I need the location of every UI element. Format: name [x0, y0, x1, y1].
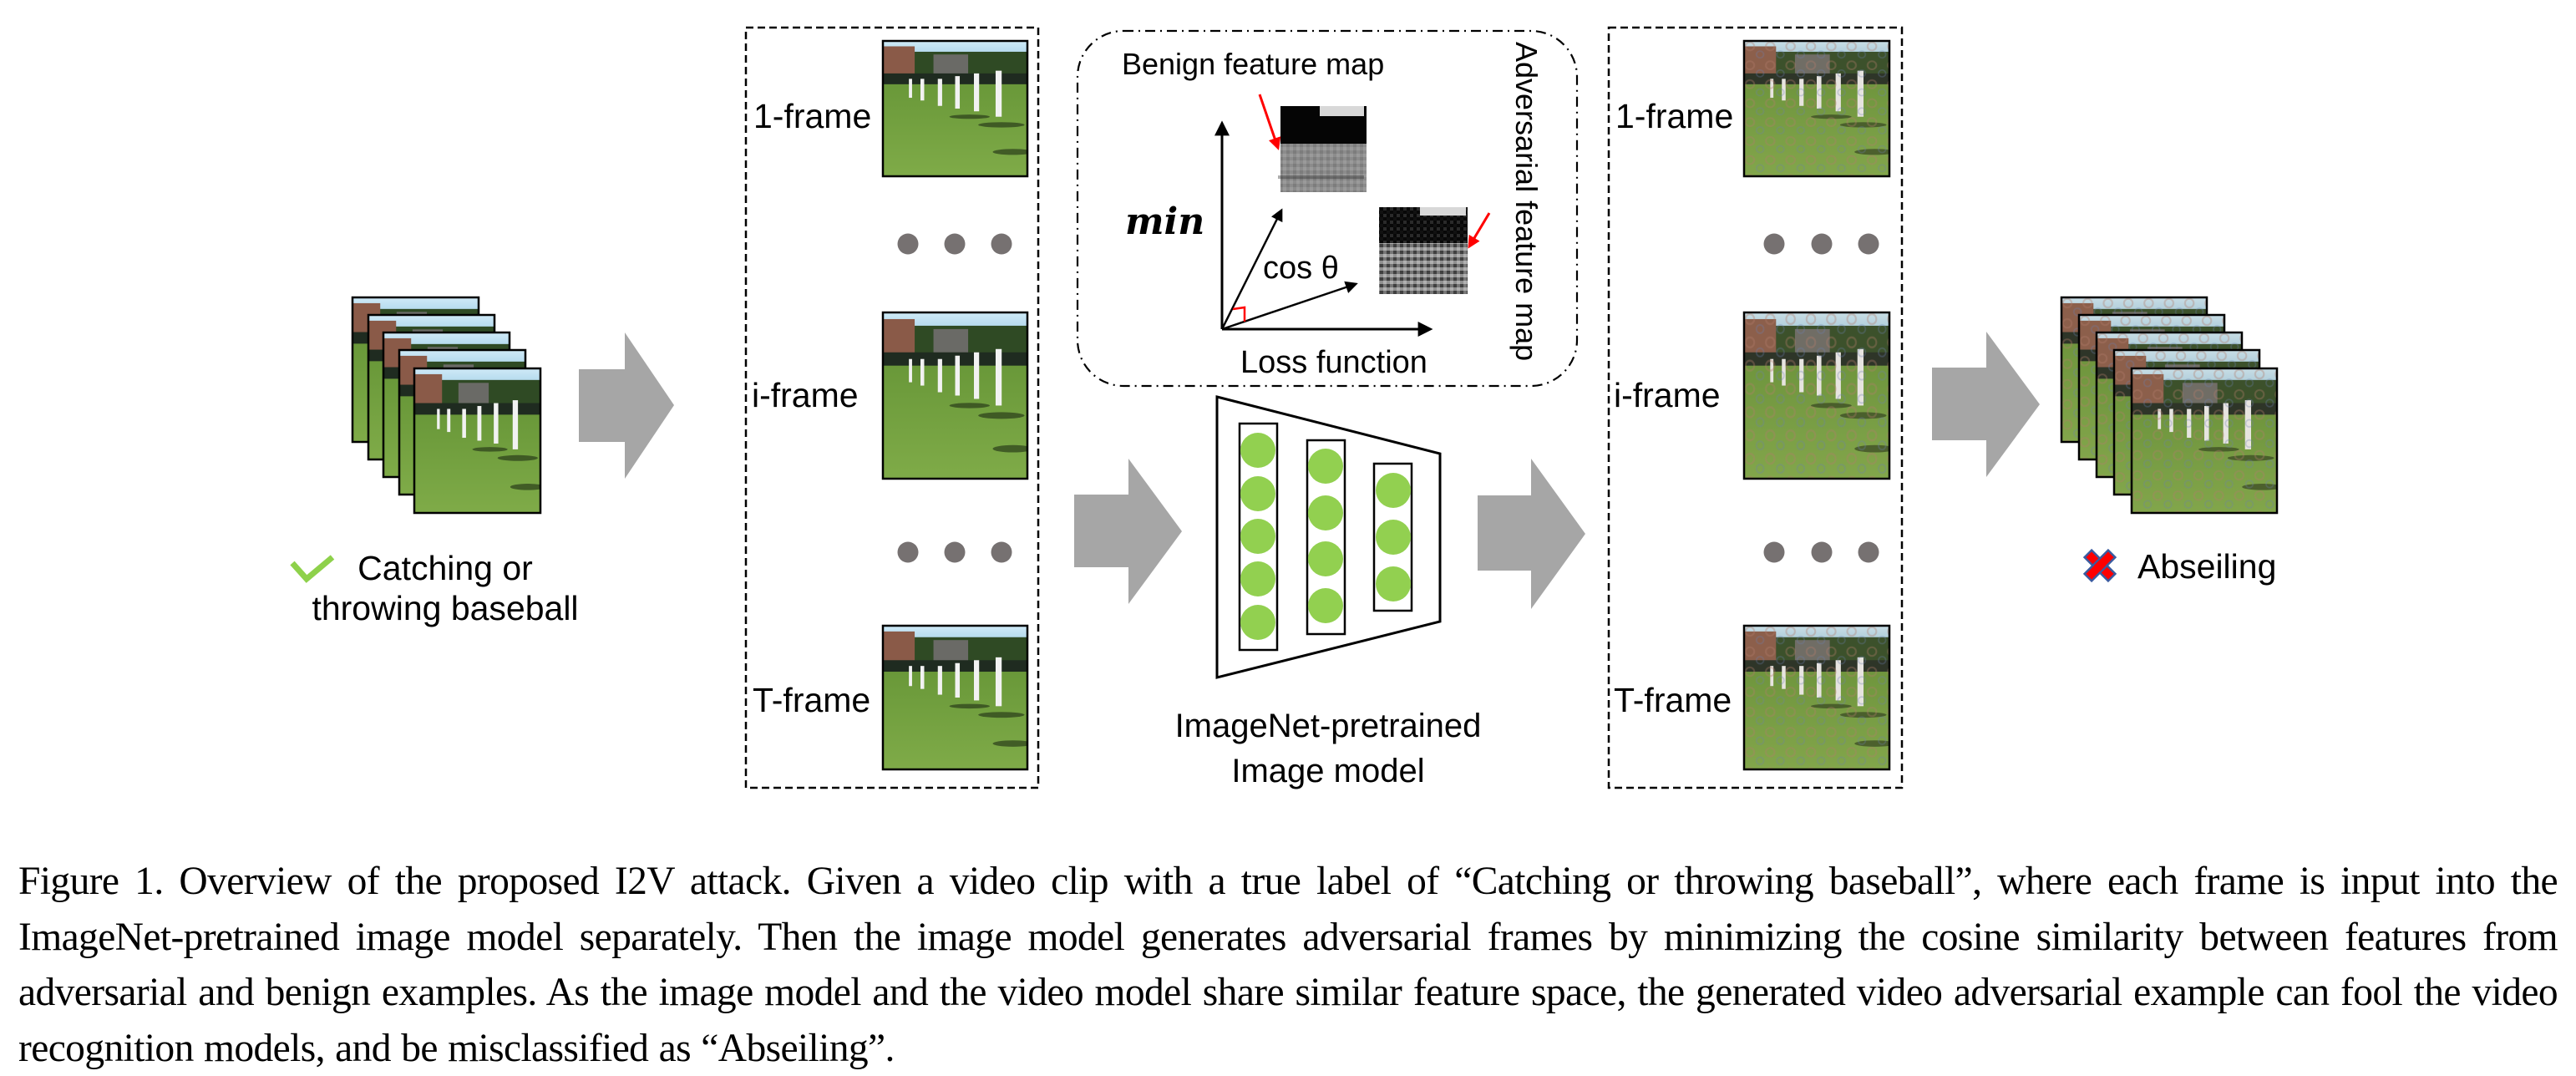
flow-arrow-icon — [1478, 459, 1585, 609]
benign-pointer-arrow — [1258, 94, 1281, 150]
input-label-line2: throwing baseball — [312, 589, 578, 627]
benign-frames-box: 1-frame i-frame T-frame — [744, 26, 1040, 789]
ellipsis-dots-icon — [897, 541, 1012, 563]
layer-3 — [1372, 462, 1413, 612]
check-icon — [290, 555, 335, 583]
output-video-stack — [2060, 296, 2279, 515]
ellipsis-dots-icon — [1763, 233, 1879, 255]
model-label-line2: Image model — [1231, 753, 1424, 789]
input-video-stack — [351, 296, 542, 515]
frame-label-1: 1-frame — [753, 97, 871, 135]
neuron — [1240, 433, 1275, 468]
video-frame — [2130, 367, 2279, 515]
neuron — [1308, 495, 1343, 530]
loss-panel: Benign feature map min cos θ Loss functi… — [1076, 29, 1579, 388]
neuron — [1240, 476, 1275, 511]
cos-theta-label: cos θ — [1263, 251, 1339, 286]
video-frame — [413, 367, 542, 515]
neuron — [1240, 605, 1275, 640]
benign-vector — [1220, 208, 1283, 330]
neuron — [1376, 473, 1411, 508]
flow-arrow-icon — [1074, 459, 1182, 604]
neuron — [1308, 541, 1343, 576]
adv-frame-label-1: 1-frame — [1615, 97, 1733, 135]
image-model: ImageNet-pretrained Image model — [1175, 395, 1482, 789]
benign-feature-map — [1278, 106, 1367, 192]
ellipsis-dots-icon — [1763, 541, 1879, 563]
adv-frame-label-i: i-frame — [1614, 376, 1721, 414]
neuron — [1240, 519, 1275, 554]
frame-T-image — [881, 624, 1029, 771]
neuron — [1376, 566, 1411, 601]
neuron — [1308, 449, 1343, 484]
neuron — [1240, 561, 1275, 596]
adversarial-pointer-arrow — [1468, 212, 1491, 249]
input-label-line1: Catching or — [357, 549, 533, 587]
adv-frame-T-image — [1742, 624, 1891, 771]
ellipsis-dots-icon — [897, 233, 1012, 255]
figure-caption: Figure 1. Overview of the proposed I2V a… — [18, 860, 2558, 1070]
adv-frame-1-image — [1742, 39, 1891, 178]
layer-1 — [1238, 422, 1279, 652]
frame-label-T: T-frame — [753, 681, 870, 719]
adv-frame-i-image — [1742, 311, 1891, 480]
objective-min-label: min — [1125, 200, 1204, 243]
model-trapezoid — [1215, 395, 1442, 679]
layer-2 — [1306, 439, 1346, 636]
adversarial-feature-map — [1379, 207, 1468, 294]
neuron — [1308, 588, 1343, 623]
cross-icon — [2082, 548, 2117, 583]
flow-arrow-icon — [579, 332, 674, 479]
loss-function-label: Loss function — [1240, 345, 1427, 380]
adversarial-frames-box: 1-frame i-frame T-frame — [1607, 26, 1904, 789]
output-label: Abseiling — [2137, 547, 2276, 586]
model-label-line1: ImageNet-pretrained — [1175, 708, 1482, 744]
adv-frame-label-T: T-frame — [1614, 681, 1732, 719]
frame-label-i: i-frame — [752, 376, 859, 414]
frame-1-image — [881, 39, 1029, 178]
flow-arrow-icon — [1932, 332, 2040, 477]
right-angle-marker — [1232, 306, 1246, 322]
frame-i-image — [881, 311, 1029, 480]
overview-diagram: Catching or throwing baseball 1-frame i-… — [290, 26, 2279, 789]
neuron — [1376, 520, 1411, 555]
benign-feature-map-label: Benign feature map — [1122, 47, 1384, 81]
adversarial-feature-map-label: Adversarial feature map — [1509, 42, 1544, 361]
